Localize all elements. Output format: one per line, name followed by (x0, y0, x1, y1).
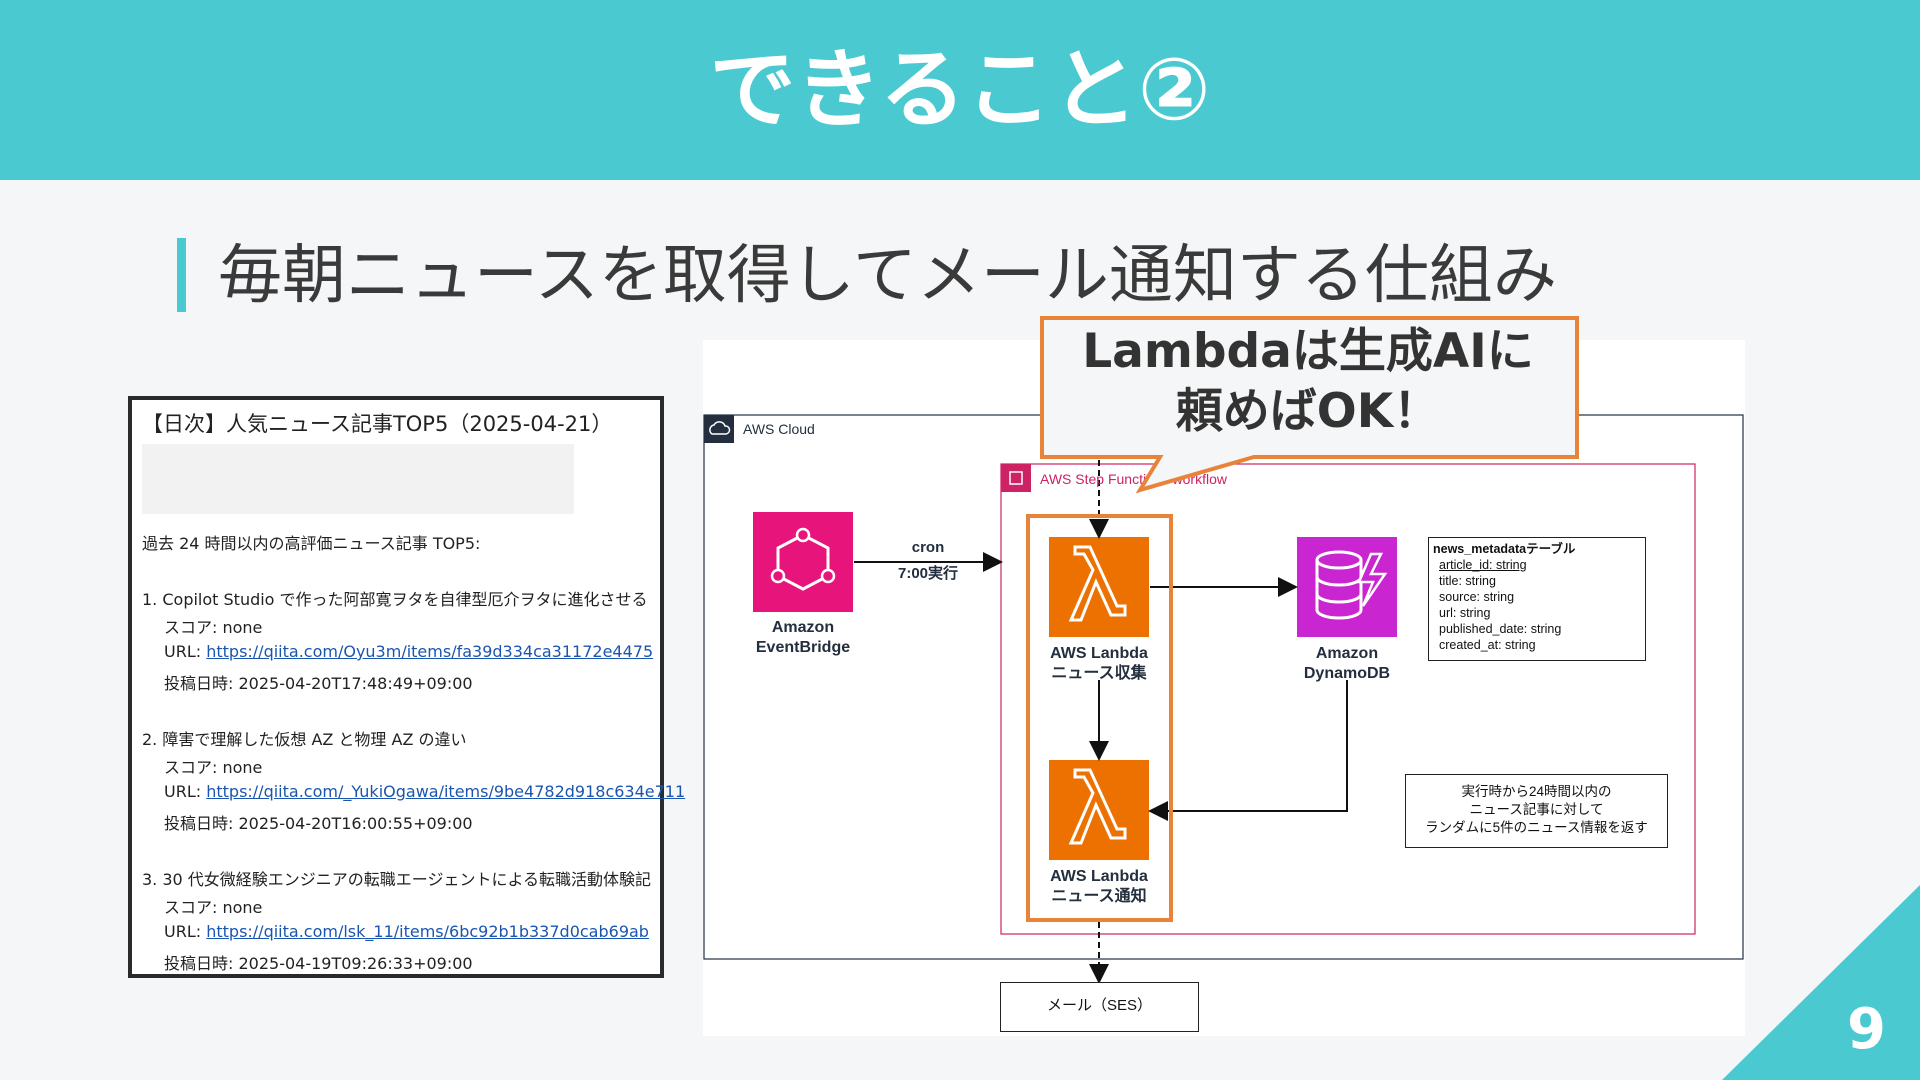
email-item-title: 3. 30 代女微経験エンジニアの転職エージェントによる転職活動体験記 (142, 870, 651, 889)
label-line-2: ニュース通知 (1051, 888, 1147, 905)
label-line-1: AWS Lanbda (1050, 868, 1148, 885)
schedule-label: 7:00実行 (897, 565, 959, 582)
table-field: title: string (1439, 574, 1496, 588)
label-line-1: Amazon (1315, 645, 1379, 662)
email-item-link[interactable]: https://qiita.com/lsk_11/items/6bc92b1b3… (206, 922, 649, 941)
email-item-score: スコア: none (164, 618, 263, 637)
eventbridge-icon (753, 512, 853, 612)
url-prefix: URL: (164, 782, 207, 801)
slide-subtitle: 毎朝ニュースを取得してメール通知する仕組み (218, 239, 1557, 313)
callout-line-2: 頼めばOK！ (1175, 384, 1441, 439)
note-line: ニュース記事に対して (1469, 802, 1604, 817)
label-line-2: EventBridge (755, 639, 851, 656)
step-functions-label: AWS Step Functions workflow (1040, 471, 1227, 487)
email-intro: 過去 24 時間以内の高評価ニュース記事 TOP5: (142, 534, 481, 553)
cron-label: cron (911, 539, 945, 556)
table-name: news_metadataテーブル (1433, 542, 1576, 556)
table-field: published_date: string (1439, 622, 1562, 636)
lambda-highlight-box (1026, 514, 1173, 922)
table-field: article_id: string (1439, 558, 1527, 572)
slide-header (0, 0, 1920, 180)
arrow-dynamodb-to-notify (1148, 680, 1348, 821)
lambda-collect-label: AWS Lanbda ニュース収集 (1029, 644, 1169, 684)
note-line: ランダムに5件のニュース情報を返す (1425, 820, 1648, 835)
table-field: url: string (1439, 606, 1491, 620)
table-field: created_at: string (1439, 638, 1536, 652)
email-item-title: 2. 障害で理解した仮想 AZ と物理 AZ の違い (142, 730, 467, 749)
page-number: 9 (1847, 997, 1886, 1062)
eventbridge-label: Amazon EventBridge (733, 618, 873, 658)
email-item-link[interactable]: https://qiita.com/_YukiOgawa/items/9be47… (206, 782, 686, 801)
callout-line-1: Lambdaは生成AIに (1082, 324, 1534, 379)
email-item-url-row: URL: https://qiita.com/lsk_11/items/6bc9… (164, 922, 649, 941)
aws-cloud-label: AWS Cloud (743, 421, 815, 437)
slide-title: できること② (709, 40, 1211, 140)
redacted-area (142, 444, 574, 514)
ses-box: メール（SES） (1000, 982, 1199, 1032)
email-subject: 【日次】人気ニュース記事TOP5（2025-04-21） (142, 412, 613, 436)
email-item-score: スコア: none (164, 898, 263, 917)
label-line-1: AWS Lanbda (1050, 645, 1148, 662)
label-line-2: DynamoDB (1303, 665, 1391, 682)
email-item-score: スコア: none (164, 758, 263, 777)
diagram-canvas (703, 414, 1744, 984)
label-line-2: ニュース収集 (1051, 665, 1147, 682)
email-item-posted: 投稿日時: 2025-04-20T16:00:55+09:00 (164, 814, 473, 833)
note-line: 実行時から24時間以内の (1461, 784, 1612, 799)
email-item-link[interactable]: https://qiita.com/Oyu3m/items/fa39d334ca… (206, 642, 654, 661)
step-functions-icon (1001, 464, 1031, 492)
lambda-notify-label: AWS Lanbda ニュース通知 (1029, 867, 1169, 907)
table-schema-box: news_metadataテーブル article_id: string tit… (1428, 537, 1646, 661)
email-item-url-row: URL: https://qiita.com/_YukiOgawa/items/… (164, 782, 685, 801)
email-item-title: 1. Copilot Studio で作った阿部寛ヲタを自律型厄介ヲタに進化させ… (142, 590, 648, 609)
callout-text: Lambdaは生成AIに 頼めばOK！ (1040, 322, 1576, 442)
email-item-url-row: URL: https://qiita.com/Oyu3m/items/fa39d… (164, 642, 653, 661)
aws-cloud-group (703, 414, 1744, 960)
url-prefix: URL: (164, 922, 207, 941)
email-preview-panel: 【日次】人気ニュース記事TOP5（2025-04-21） 過去 24 時間以内の… (128, 396, 685, 978)
architecture-diagram: AWS Cloud AWS Step Functions workflow Am… (703, 340, 1745, 1036)
url-prefix: URL: (164, 642, 207, 661)
dynamodb-label: Amazon DynamoDB (1277, 644, 1417, 684)
subtitle-accent-bar (177, 238, 186, 312)
table-field: source: string (1439, 590, 1515, 604)
email-item-posted: 投稿日時: 2025-04-20T17:48:49+09:00 (164, 674, 473, 693)
email-item-posted: 投稿日時: 2025-04-19T09:26:33+09:00 (164, 954, 473, 973)
label-line-1: Amazon (771, 619, 835, 636)
query-note-box: 実行時から24時間以内の ニュース記事に対して ランダムに5件のニュース情報を返… (1405, 774, 1668, 848)
